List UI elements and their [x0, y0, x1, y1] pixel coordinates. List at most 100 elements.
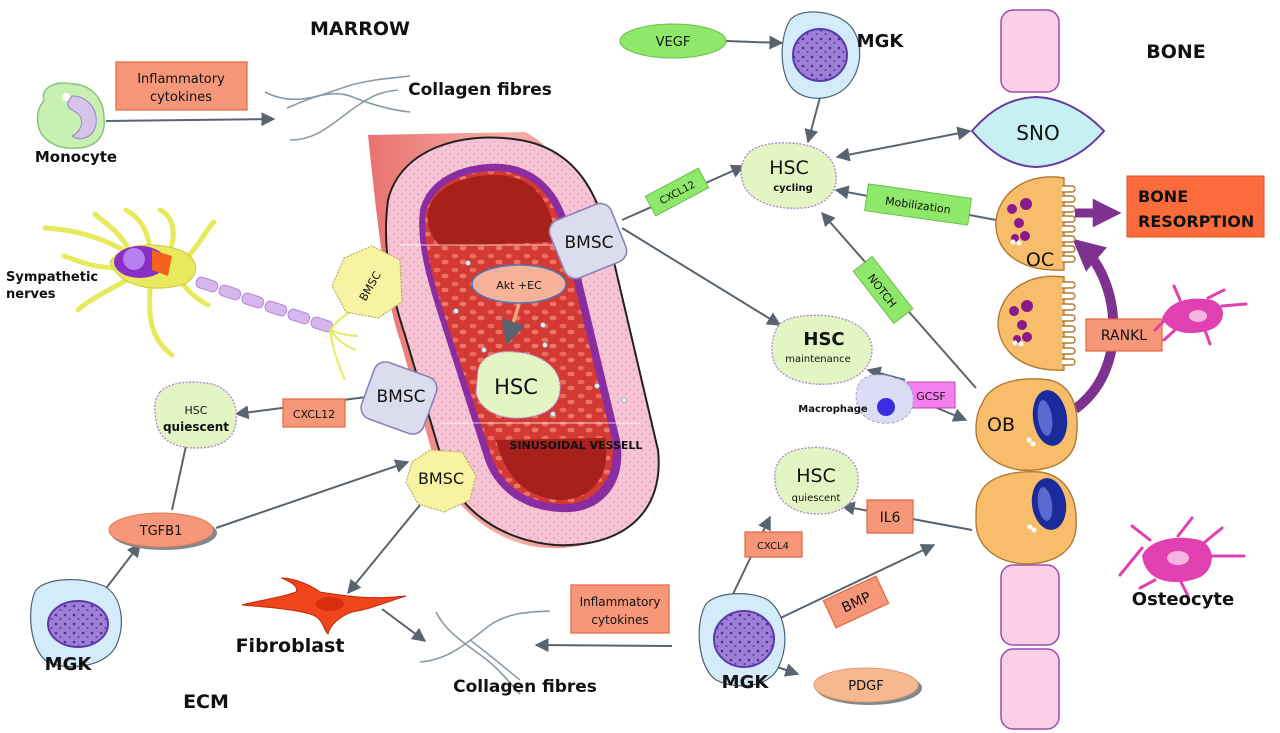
edge-akt-ec-to-hsc [501, 303, 526, 346]
mgk-cell-top [781, 11, 861, 99]
akt-ec-label: Akt +EC [496, 279, 542, 292]
cxcl4-label: CXCL4 [757, 541, 789, 552]
vegf-label: VEGF [656, 35, 691, 50]
region-label-bone: BONE [1146, 41, 1206, 63]
inflammatory-cytokines-top-line1: Inflammatory [137, 72, 225, 87]
macrophage-label: Macrophage [798, 404, 868, 415]
edge-gcsf-to-ob [936, 407, 968, 422]
hsc-cycling-sub: cycling [773, 183, 813, 194]
edge-hsc-cycling-sno [835, 126, 972, 162]
gcsf-label: GCSF [916, 390, 946, 403]
inflammatory-cytokines-box-bottom: Inflammatory cytokines [570, 584, 670, 634]
edge-tgfb1-to-bmsc [215, 459, 410, 529]
bmsc-right-node: BMSC [548, 202, 628, 280]
sympathetic-nerves-label-line1: Sympathetic [6, 270, 98, 285]
notch-box: NOTCH [852, 255, 914, 325]
cxcl12-top-box: CXCL12 [644, 167, 710, 217]
collagen-fibres-top [264, 75, 411, 141]
inflammatory-cytokines-top-line2: cytokines [150, 90, 212, 105]
collagen-fibres-label-bottom: Collagen fibres [453, 677, 597, 697]
edge-hsc-quiescent-tgfb1 [171, 445, 187, 511]
osteoblast-cell: OB [975, 378, 1078, 471]
bmsc-bottom-node: BMSC [405, 449, 477, 513]
hsc-quiescent-left-title: HSC [185, 404, 208, 417]
macrophage-cell [855, 374, 914, 424]
hsc-quiescent-left-node: HSC quiescent [154, 381, 238, 449]
monocyte-cell [36, 82, 105, 149]
bone-lining-cell-bottom-2 [1000, 648, 1060, 730]
il6-box: IL6 [866, 499, 914, 534]
bmsc-left-node: BMSC [360, 361, 438, 435]
oc-label: OC [1026, 249, 1054, 271]
edge-bmsc-to-hsc-maintenance [621, 227, 782, 326]
edge-mgk-inflammatory-collagen [534, 638, 673, 653]
mgk-cell-bottom-center [698, 593, 786, 687]
inflammatory-cytokines-box-top [115, 61, 248, 111]
hsc-cycling-node: HSC cycling [740, 142, 837, 209]
osteocyte-cell-bottom [1118, 516, 1246, 598]
pdgf-label: PDGF [848, 679, 883, 694]
region-label-marrow: MARROW [310, 18, 410, 40]
il6-label: IL6 [880, 510, 901, 526]
gcsf-box: GCSF [906, 381, 956, 409]
mgk-cell-bottom-left [30, 579, 122, 668]
bmsc-bottom-label: BMSC [418, 469, 464, 488]
bone-resorption-line1: BONE [1138, 187, 1188, 206]
sympathetic-neuron [42, 207, 359, 381]
sno-label: SNO [1016, 121, 1059, 145]
vegf-node: VEGF [619, 23, 727, 59]
bone-lining-cell-bottom-1 [1000, 564, 1060, 646]
akt-ec-node [471, 264, 567, 304]
inflammatory-cytokines-bottom-line1: Inflammatory [580, 595, 661, 609]
sno-cell: SNO [970, 95, 1106, 169]
hsc-quiescent-right-node: HSC quiescent [774, 446, 859, 515]
osteocyte-label: Osteocyte [1132, 589, 1234, 610]
ob-label: OB [987, 414, 1015, 436]
bone-resorption-box: BONE RESORPTION [1126, 175, 1265, 238]
cxcl12-left-label: CXCL12 [293, 408, 335, 421]
bone-resorption-line2: RESORPTION [1138, 212, 1254, 231]
osteoclast-cell: OC [995, 176, 1076, 271]
edge-mgk-to-tgfb1 [103, 542, 141, 592]
edge-mgk-bmp-osteoblast [771, 544, 936, 623]
monocyte-label: Monocyte [35, 148, 117, 166]
mobilization-box: Mobilization [864, 183, 973, 226]
pdgf-node: PDGF [813, 667, 922, 705]
bone-column [1000, 9, 1060, 730]
inflammatory-cytokines-bottom-line2: cytokines [591, 613, 648, 627]
osteoclast-cell-2 [997, 275, 1076, 371]
fibroblast-label: Fibroblast [236, 635, 345, 657]
hsc-quiescent-right-sub: quiescent [792, 493, 841, 504]
fibroblast-cell [241, 577, 407, 635]
mgk-top-label: MGK [857, 31, 905, 52]
bmp-box: BMP [822, 575, 890, 629]
hsc-maintenance-sub: maintenance [785, 354, 851, 365]
osteocyte-cell-top [1153, 284, 1248, 346]
vessel-hsc-cell [475, 350, 561, 419]
bmsc-right-label: BMSC [565, 233, 614, 253]
edge-fibroblast-to-collagen [381, 608, 427, 642]
sinusoidal-vessel-label: SINUSOIDAL VESSELL [510, 439, 643, 452]
hsc-cycling-title: HSC [769, 157, 809, 179]
hsc-maintenance-title: HSC [803, 329, 844, 350]
bmsc-nerve-node: BMSC [331, 245, 403, 319]
rankl-box: RANKL [1085, 318, 1163, 352]
mgk-bottom-center-label: MGK [722, 672, 770, 693]
osteoblast-cell-2 [975, 471, 1077, 565]
bone-lining-cell-top [1000, 9, 1060, 93]
edge-monocyte-to-collagen [105, 112, 276, 127]
edge-vegf-to-mgk [725, 35, 784, 50]
edge-bmsc-to-fibroblast [347, 504, 421, 595]
hsc-quiescent-left-sub: quiescent [163, 420, 229, 434]
cxcl4-box: CXCL4 [744, 531, 803, 558]
sympathetic-nerves-label-line2: nerves [6, 287, 56, 302]
vessel-hsc-label: HSC [494, 375, 538, 399]
bmsc-left-label: BMSC [377, 387, 426, 407]
cxcl12-left-box: CXCL12 [282, 398, 346, 428]
collagen-fibres-bottom [419, 610, 551, 695]
tgfb1-node: TGFB1 [108, 512, 217, 550]
tgfb1-label: TGFB1 [139, 524, 183, 539]
collagen-fibres-label-top: Collagen fibres [408, 80, 552, 100]
mgk-bottom-left-label: MGK [45, 654, 93, 675]
